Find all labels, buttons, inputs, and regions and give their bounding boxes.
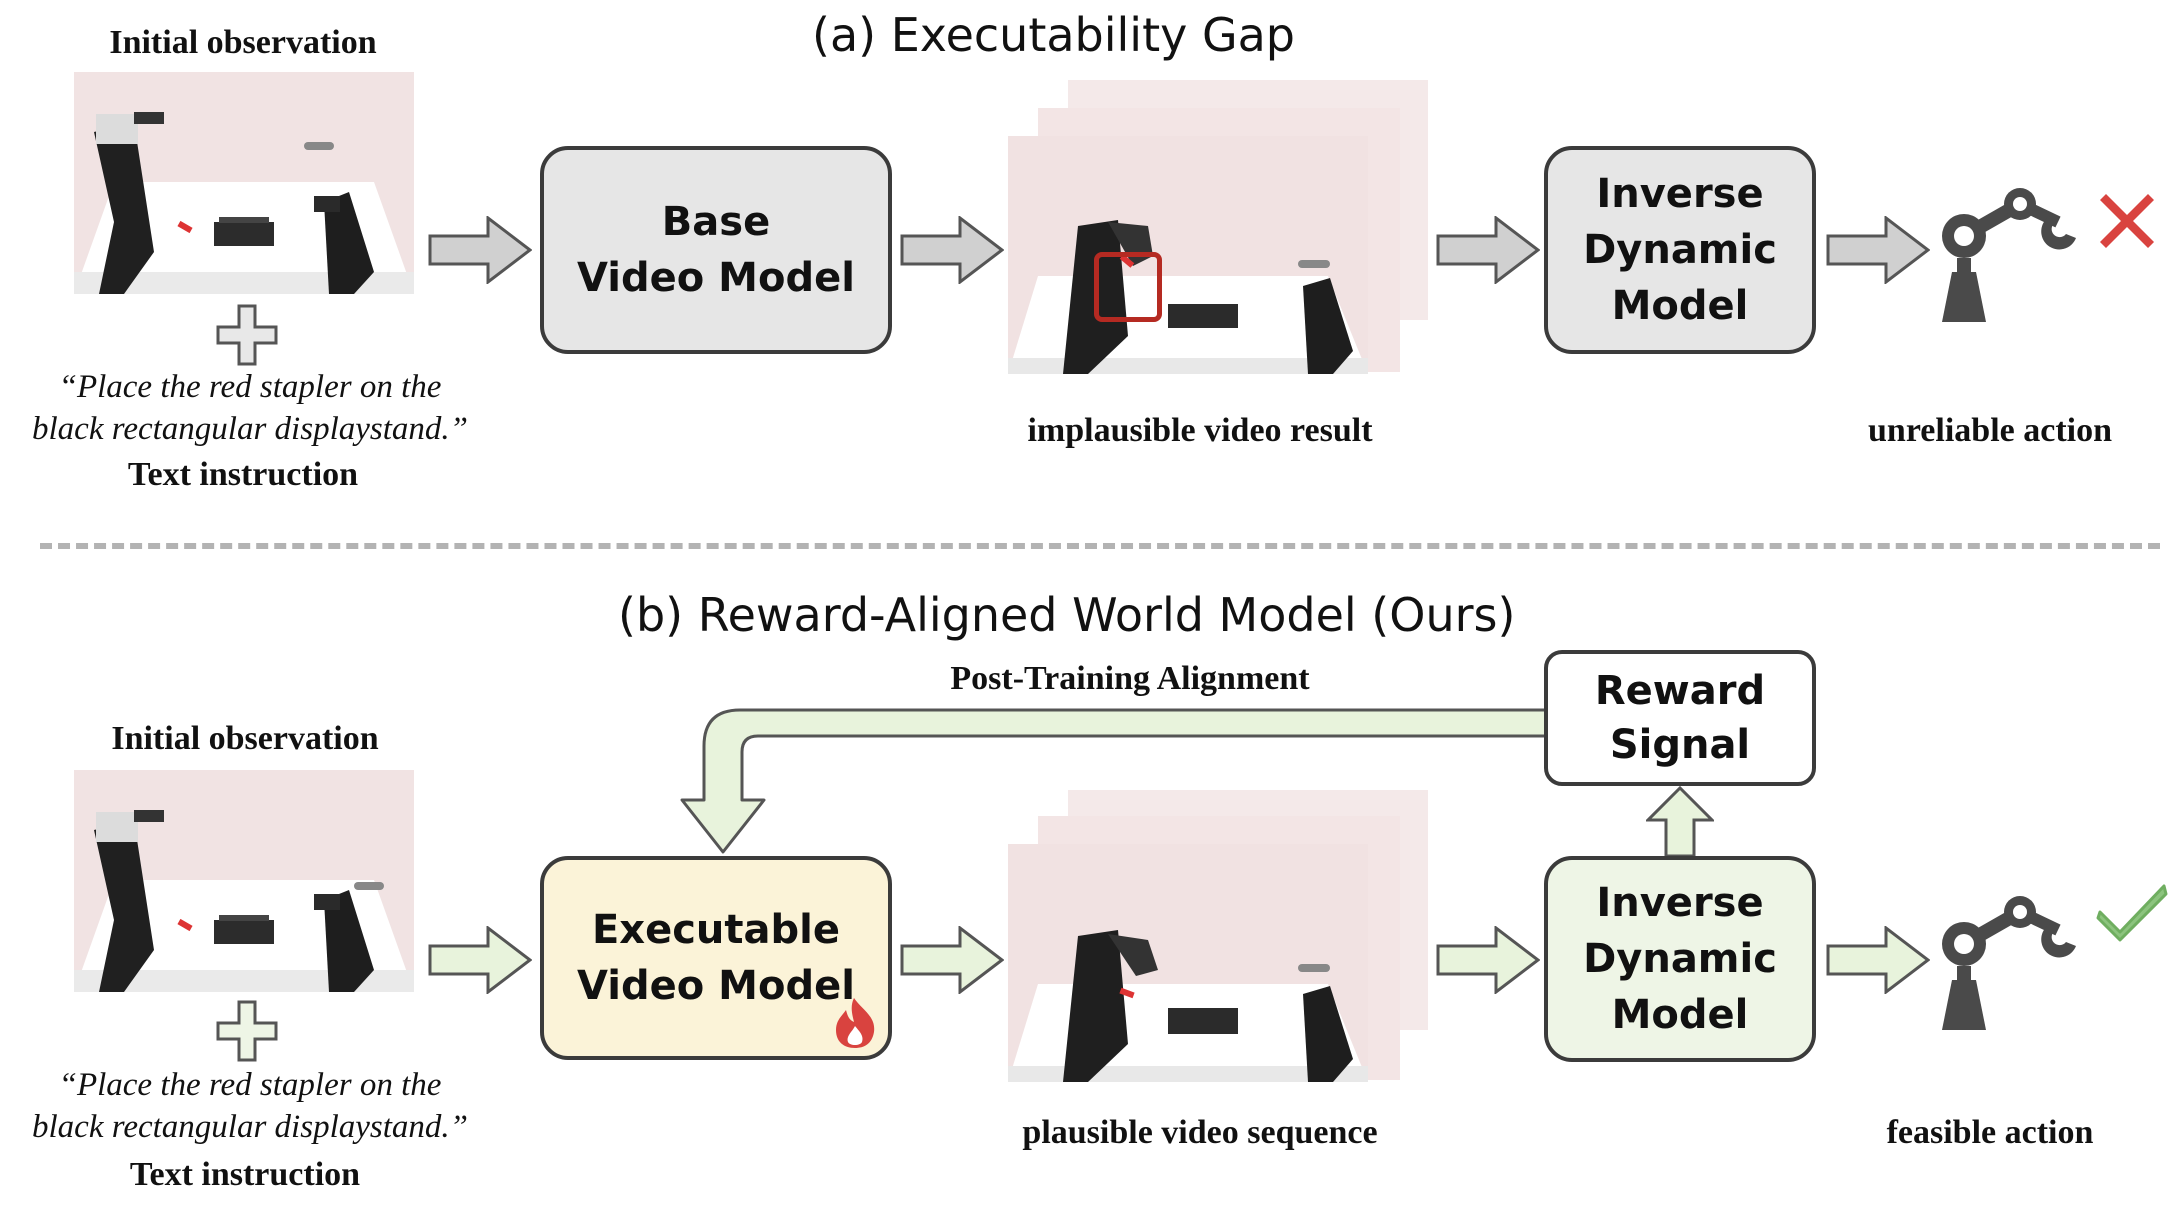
panel-b-action-caption: feasible action (1886, 1114, 2094, 1151)
post-training-label: Post-Training Alignment (950, 660, 1310, 697)
panel-a-video-frame-front (1008, 136, 1368, 374)
implausible-highlight-box (1094, 252, 1162, 322)
panel-b-instruction-line2: black rectangular displaystand.” (32, 1109, 468, 1145)
panel-b-arrow-2 (900, 926, 1004, 994)
panel-b-observation-image (74, 770, 414, 992)
reward-signal-box: Reward Signal (1544, 650, 1816, 786)
flame-icon (836, 998, 875, 1048)
panel-b-idm-line3: Model (1611, 992, 1749, 1038)
panel-a-robot-arm-icon (1942, 188, 2076, 322)
panel-b-instruction-line1: “Place the red stapler on the (58, 1067, 442, 1103)
panel-a-idm-line3: Model (1611, 283, 1749, 329)
panel-a-instruction-quote: “Place the red stapler on the black rect… (20, 366, 480, 450)
panel-a-arrow-3 (1436, 216, 1540, 284)
panel-a-action-caption: unreliable action (1868, 412, 2112, 449)
panel-b-idm-box: Inverse Dynamic Model (1544, 856, 1816, 1062)
idm-to-reward-arrow (1646, 786, 1714, 858)
exec-model-line2: Video Model (577, 963, 855, 1009)
panel-a-title: (a) Executability Gap (812, 8, 1295, 62)
panel-a-observation-label: Initial observation (109, 24, 377, 61)
panel-b-plus-icon (216, 1000, 278, 1062)
panel-b-arrow-3 (1436, 926, 1540, 994)
post-training-loop-arrow (680, 708, 1548, 854)
panel-a-arrow-1 (428, 216, 532, 284)
panel-b-instruction-label: Text instruction (129, 1156, 361, 1193)
base-video-model-box: Base Video Model (540, 146, 892, 354)
red-cross-icon (2100, 194, 2154, 248)
panel-a-video-caption: implausible video result (1027, 412, 1373, 449)
panel-b-title: (b) Reward-Aligned World Model (Ours) (618, 588, 1516, 642)
panel-b-idm-line1: Inverse (1596, 880, 1764, 926)
exec-model-line1: Executable (591, 907, 840, 953)
reward-line1: Reward (1594, 668, 1766, 714)
panel-b-arrow-1 (428, 926, 532, 994)
panel-b-instruction-quote: “Place the red stapler on the black rect… (20, 1064, 480, 1148)
panel-b-video-frame-front (1008, 844, 1368, 1082)
panel-divider (40, 543, 2160, 549)
reward-line2: Signal (1609, 722, 1751, 768)
panel-a-instruction-label: Text instruction (127, 456, 359, 493)
executable-video-model-box: Executable Video Model (540, 856, 892, 1060)
panel-a-observation-image (74, 72, 414, 294)
base-model-line2: Video Model (577, 255, 855, 301)
panel-b-idm-line2: Dynamic (1583, 936, 1777, 982)
panel-b-video-caption: plausible video sequence (1022, 1114, 1378, 1151)
panel-a-idm-box: Inverse Dynamic Model (1544, 146, 1816, 354)
panel-a-plus-icon (216, 304, 278, 366)
panel-b-observation-label: Initial observation (111, 720, 379, 757)
green-check-icon (2096, 884, 2168, 942)
panel-b-robot-arm-icon (1942, 896, 2076, 1030)
panel-a-arrow-2 (900, 216, 1004, 284)
panel-a-instruction-line2: black rectangular displaystand.” (32, 411, 468, 447)
panel-a-idm-line1: Inverse (1596, 171, 1764, 217)
base-model-line1: Base (661, 199, 771, 245)
panel-b-arrow-4 (1826, 926, 1930, 994)
panel-a-arrow-4 (1826, 216, 1930, 284)
panel-a-idm-line2: Dynamic (1583, 227, 1777, 273)
panel-a-instruction-line1: “Place the red stapler on the (58, 369, 442, 405)
